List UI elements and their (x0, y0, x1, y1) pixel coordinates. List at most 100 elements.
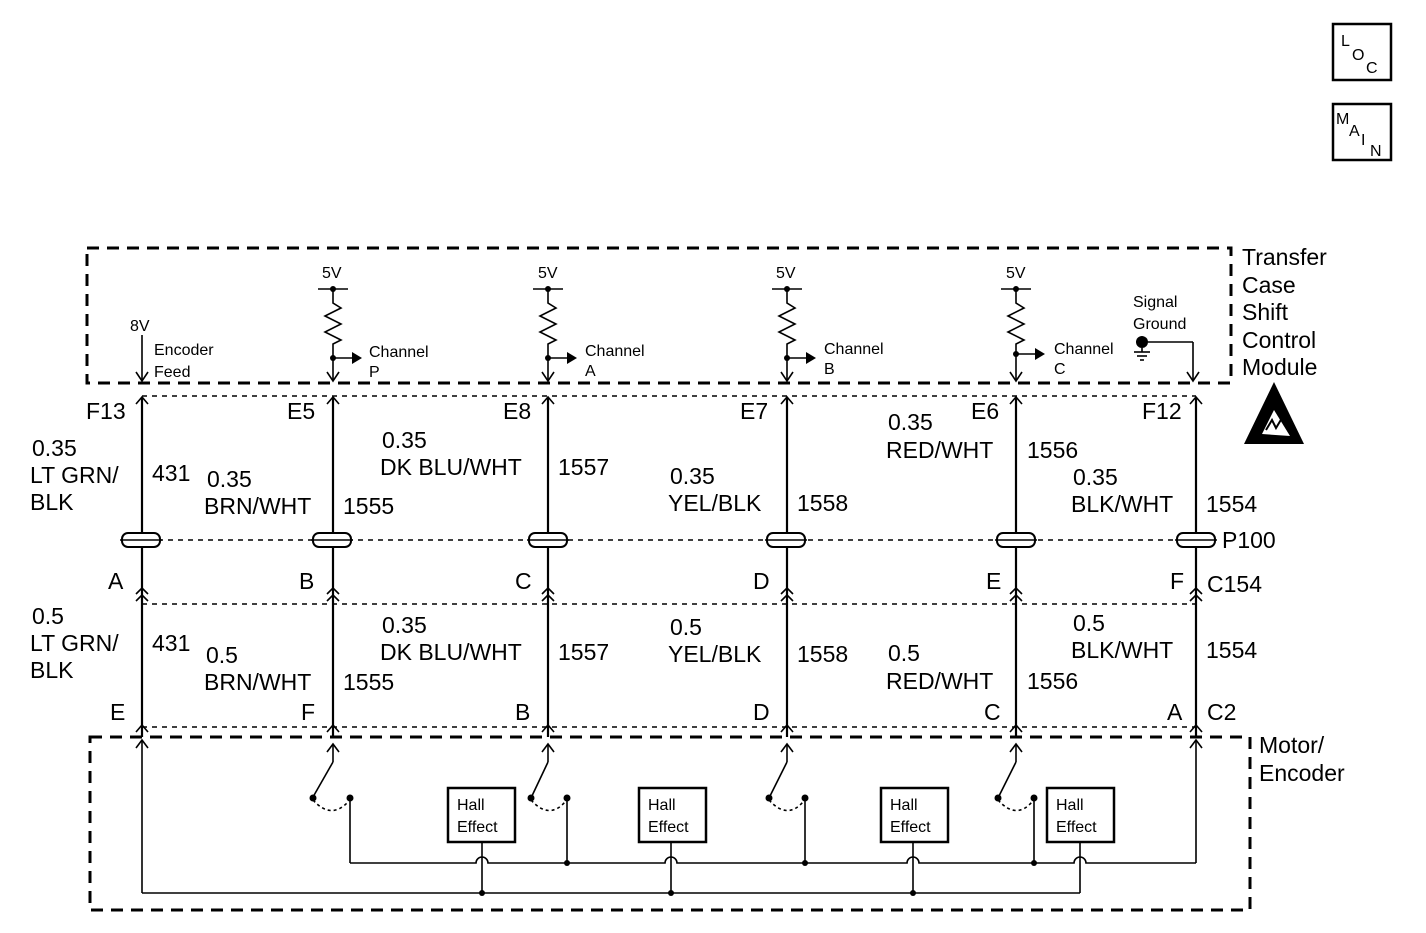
wire-color: RED/WHT (886, 668, 993, 694)
wire-color: DK BLU/WHT (380, 639, 522, 665)
channel-a-circuit: 5V Channel A (533, 265, 645, 383)
pin-label: F13 (86, 398, 126, 424)
wire-color: DK BLU/WHT (380, 454, 522, 480)
pin-label: F (301, 699, 315, 725)
loc-letter-l: L (1341, 33, 1350, 50)
svg-text:Shift: Shift (1242, 299, 1289, 325)
loc-letter-o: O (1352, 47, 1364, 64)
hall-effect-sensor: Hall Effect (446, 786, 517, 844)
wire-circuit: 1557 (558, 639, 609, 665)
wire-color: YEL/BLK (668, 490, 762, 516)
c2-pin-labels: E F B D C A C2 (110, 699, 1236, 725)
channel-label: Channel (1054, 341, 1114, 358)
wire-circuit: 1554 (1206, 637, 1257, 663)
main-letter-a: A (1349, 123, 1360, 140)
svg-text:Effect: Effect (457, 819, 498, 836)
svg-text:5V: 5V (1006, 265, 1026, 282)
svg-text:Effect: Effect (890, 819, 931, 836)
wire-circuit: 1556 (1027, 668, 1078, 694)
wire-gauge: 0.5 (888, 640, 920, 666)
svg-text:Ground: Ground (1133, 316, 1186, 333)
channel-label: Channel (585, 343, 645, 360)
pin-label: E7 (740, 398, 768, 424)
upper-wire-labels: 0.35 LT GRN/ BLK 431 0.35 BRN/WHT 1555 0… (30, 409, 1257, 519)
motor-name: Motor/ Encoder (1259, 732, 1345, 786)
channel-label: Channel (824, 341, 884, 358)
wire-1554 (1175, 395, 1217, 737)
svg-text:Motor/: Motor/ (1259, 732, 1325, 758)
pin-label: F12 (1142, 398, 1182, 424)
wire-color: BLK (30, 489, 74, 515)
svg-text:Signal: Signal (1133, 294, 1177, 311)
pin-label: E5 (287, 398, 315, 424)
pin-label: C (515, 568, 532, 594)
svg-text:Hall: Hall (890, 797, 918, 814)
svg-text:Feed: Feed (154, 364, 190, 381)
wire-circuit: 1554 (1206, 491, 1257, 517)
svg-text:5V: 5V (322, 265, 342, 282)
wire-gauge: 0.5 (206, 642, 238, 668)
wire-gauge: 0.35 (32, 435, 77, 461)
channel-label: Channel (369, 344, 429, 361)
wire-color: YEL/BLK (668, 641, 762, 667)
channel-letter: A (585, 363, 596, 380)
channel-p-circuit: 5V Channel P (318, 265, 429, 383)
wire-color: BRN/WHT (204, 493, 311, 519)
hall-effect-sensor: Hall Effect (637, 786, 708, 844)
wire-circuit: 431 (152, 630, 190, 656)
wire-color: BRN/WHT (204, 669, 311, 695)
wire-color: BLK/WHT (1071, 491, 1173, 517)
signal-ground: Signal Ground (1133, 294, 1200, 383)
svg-text:Hall: Hall (457, 797, 485, 814)
svg-text:Effect: Effect (1056, 819, 1097, 836)
svg-text:Module: Module (1242, 354, 1317, 380)
channel-letter: P (369, 364, 380, 381)
wire-gauge: 0.35 (670, 463, 715, 489)
wire-gauge: 0.35 (382, 427, 427, 453)
c2-label: C2 (1207, 699, 1236, 725)
hall-effect-sensor: Hall Effect (1045, 786, 1116, 844)
svg-text:Hall: Hall (1056, 797, 1084, 814)
feed-voltage: 8V (130, 318, 150, 335)
loc-button[interactable]: L O C (1331, 22, 1393, 82)
pin-label: A (108, 568, 124, 594)
channel-b-circuit: 5V Channel B (772, 265, 884, 383)
pin-label: E8 (503, 398, 531, 424)
wire-1558 (765, 395, 807, 737)
main-letter-i: I (1361, 132, 1365, 149)
module-name: Transfer Case Shift Control Module (1242, 244, 1327, 380)
main-letter-n: N (1370, 143, 1382, 160)
wire-color: LT GRN/ (30, 462, 119, 488)
pin-label: D (753, 568, 770, 594)
wire-color: LT GRN/ (30, 630, 119, 656)
svg-text:Transfer: Transfer (1242, 244, 1327, 270)
svg-text:Effect: Effect (648, 819, 689, 836)
wire-gauge: 0.35 (382, 612, 427, 638)
pin-label: A (1167, 699, 1183, 725)
svg-text:Control: Control (1242, 327, 1316, 353)
main-button[interactable]: M A I N (1331, 102, 1393, 162)
loc-letter-c: C (1366, 60, 1378, 77)
wire-gauge: 0.5 (670, 614, 702, 640)
encoder-feed: 8V Encoder Feed (130, 318, 214, 383)
channel-c-circuit: 5V Channel C (1001, 265, 1114, 383)
pin-label: D (753, 699, 770, 725)
pin-label: E (110, 699, 125, 725)
wire-circuit: 1557 (558, 454, 609, 480)
svg-text:5V: 5V (776, 265, 796, 282)
wire-431 (120, 395, 162, 737)
pin-label: E6 (971, 398, 999, 424)
module-boundary (85, 246, 1233, 385)
svg-text:Hall: Hall (648, 797, 676, 814)
svg-text:Encoder: Encoder (154, 342, 214, 359)
p100-label: P100 (1222, 527, 1276, 553)
motor-internal-wiring (135, 738, 1203, 896)
wire-circuit: 1555 (343, 669, 394, 695)
hall-effect-sensor: Hall Effect (879, 786, 950, 844)
pin-label: B (515, 699, 530, 725)
pin-label: B (299, 568, 314, 594)
wire-color: RED/WHT (886, 437, 993, 463)
wire-color: BLK (30, 657, 74, 683)
wire-circuit: 431 (152, 460, 190, 486)
c154-label: C154 (1207, 571, 1262, 597)
